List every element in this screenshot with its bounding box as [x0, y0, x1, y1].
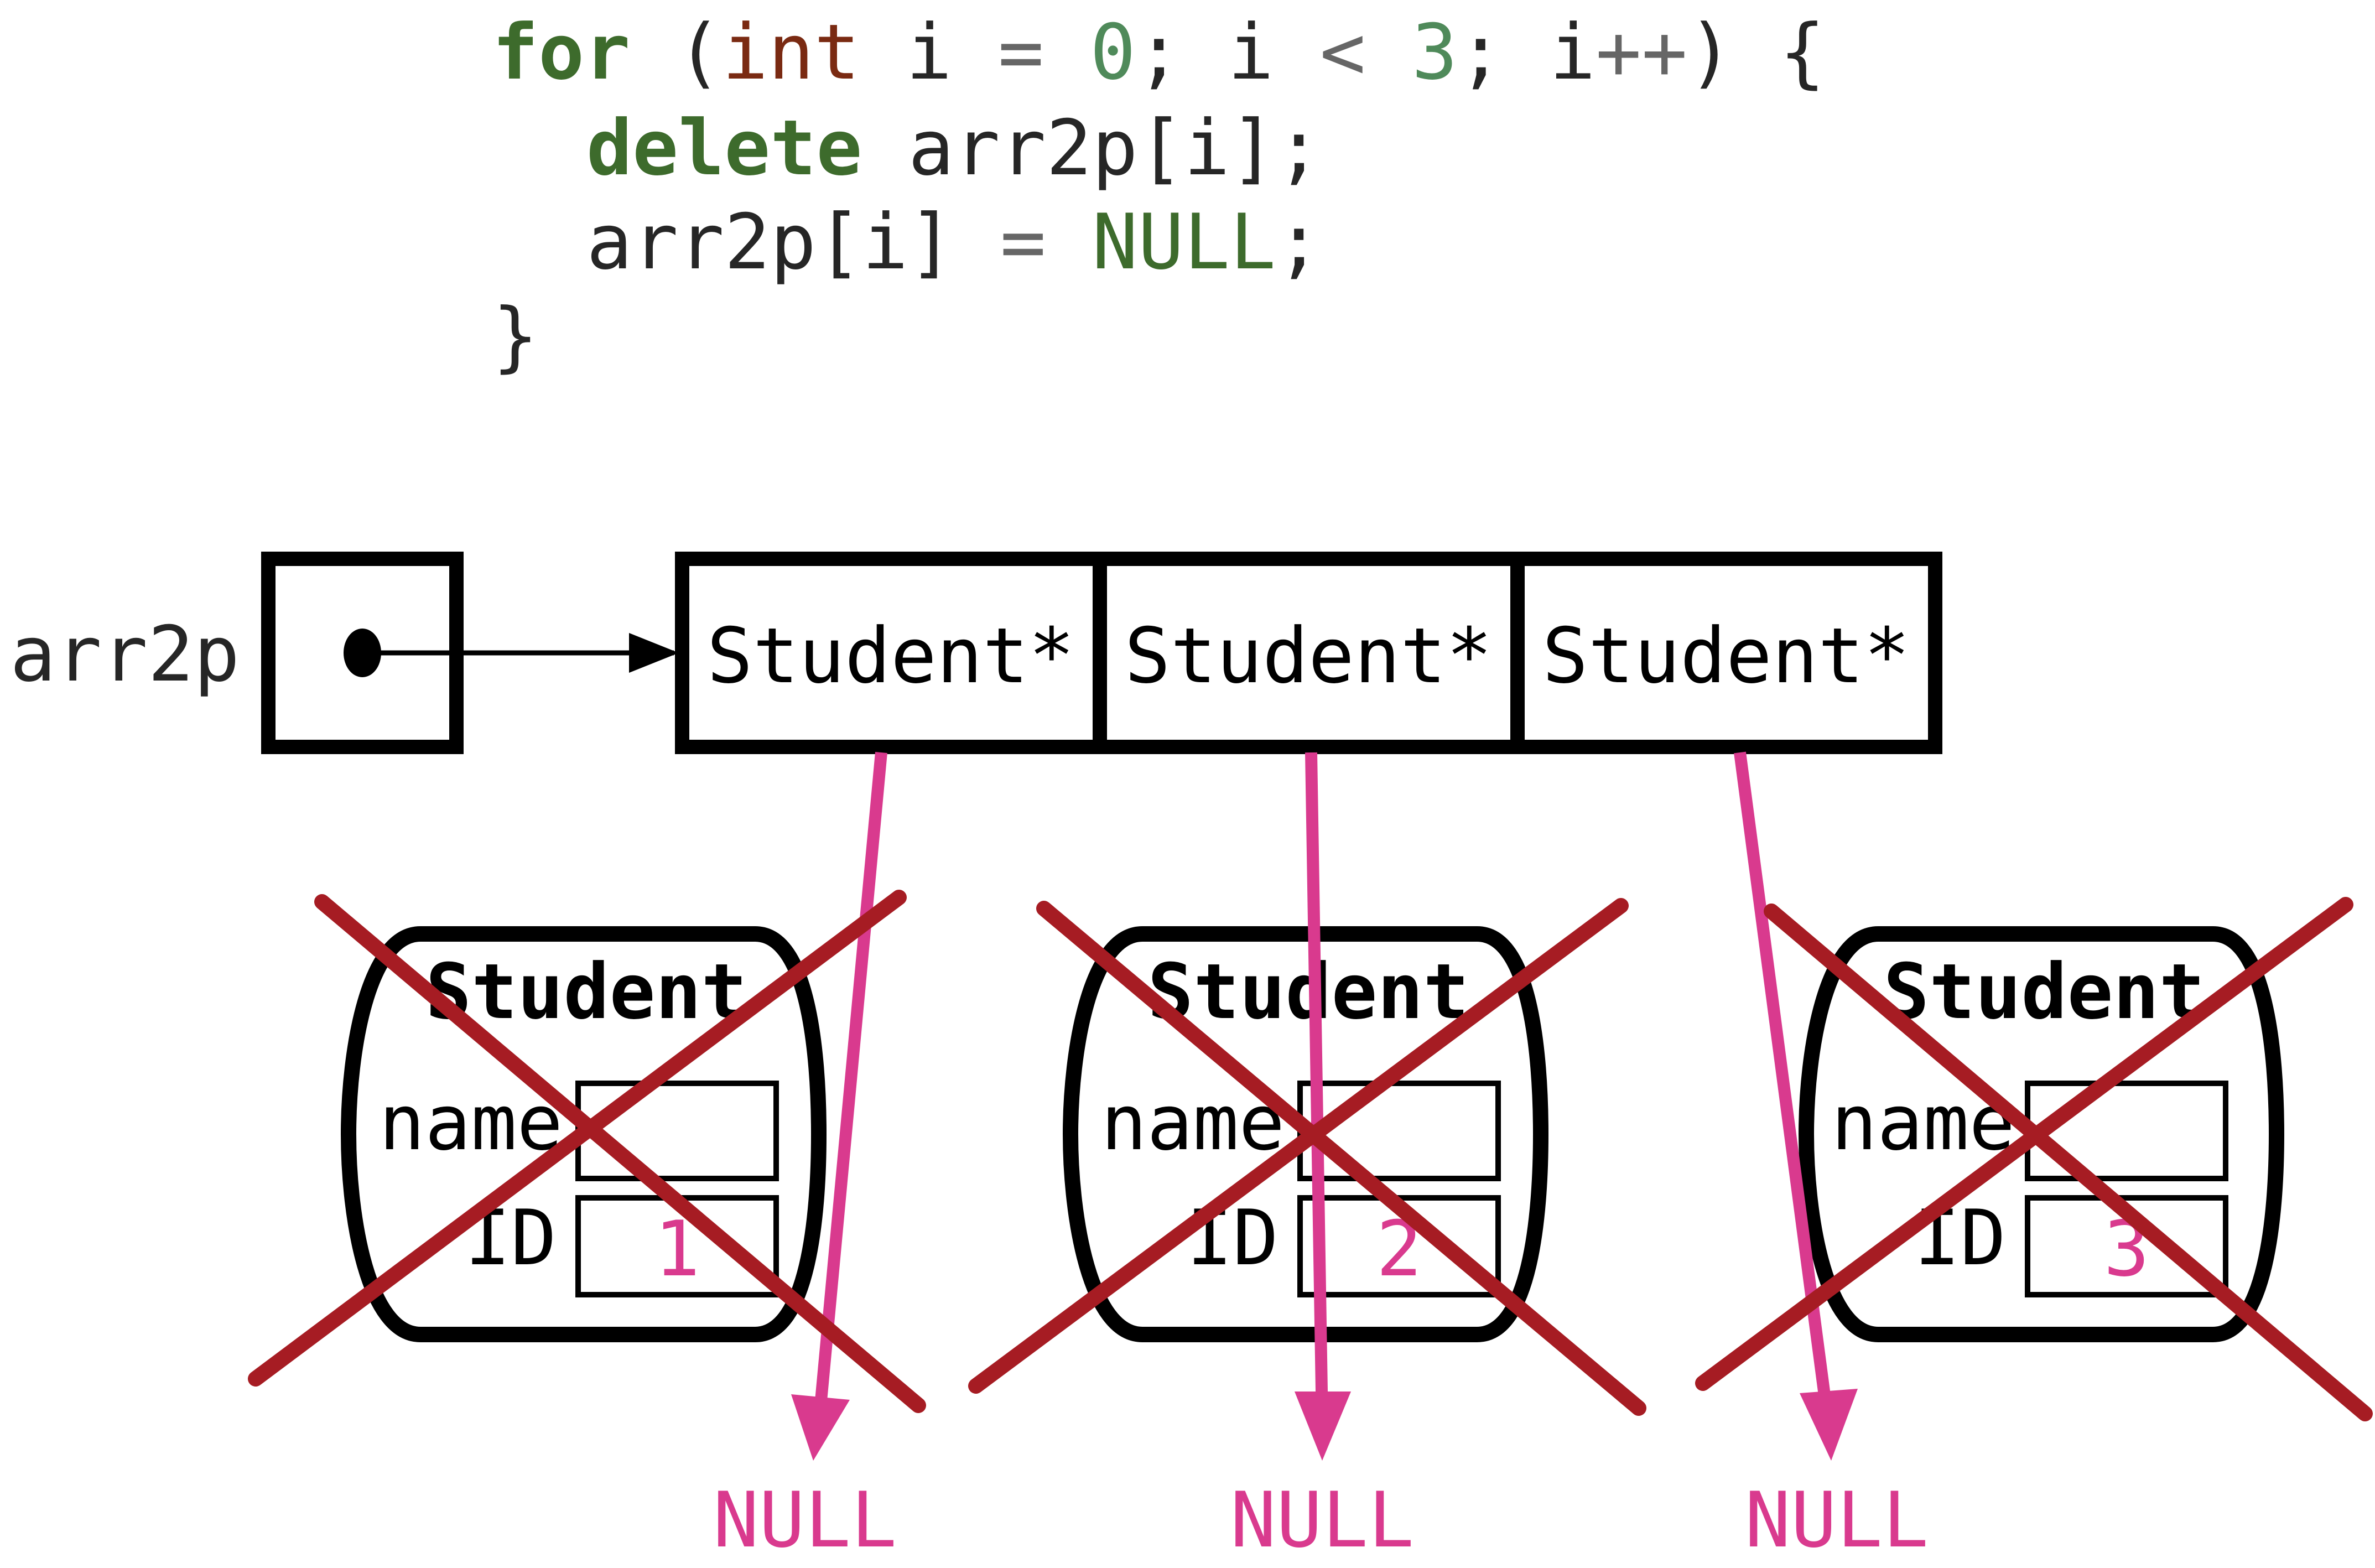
code-line-1: for (int i = 0; i < 3; i++) {	[492, 8, 1826, 97]
deleted-cross-stroke	[1036, 901, 1646, 1416]
keyword-delete: delete	[586, 103, 862, 193]
null-pointers: NULL NULL NULL	[713, 751, 1929, 1565]
deleted-cross-stroke	[314, 894, 926, 1413]
null-pointer-arrowhead	[1295, 1392, 1351, 1461]
operator-increment: ++	[1596, 8, 1687, 97]
null-label: NULL	[713, 1476, 897, 1565]
code-token: ; i	[1458, 8, 1596, 97]
name-field-box	[575, 1081, 779, 1181]
null-pointer-arrowhead	[791, 1394, 850, 1461]
code-token: i	[860, 8, 998, 97]
code-line-3: arr2p[i] = NULL;	[586, 198, 1322, 287]
number-three: 3	[1412, 8, 1458, 97]
code-token: arr2p[i]	[586, 198, 1000, 287]
code-token	[1044, 8, 1090, 97]
operator-assign: =	[1000, 198, 1046, 287]
array-cell-label: Student*	[707, 611, 1075, 700]
code-line-4: }	[492, 292, 538, 381]
operator-less-than: <	[1320, 8, 1366, 97]
code-token: ; i	[1136, 8, 1319, 97]
deleted-cross-stroke	[1764, 904, 2373, 1421]
pointer-array: Student* Student* Student*	[675, 552, 1942, 754]
code-token	[1366, 8, 1412, 97]
code-token: ) {	[1687, 8, 1825, 97]
pointer-var-label: arr2p	[10, 610, 240, 699]
type-int: int	[722, 8, 860, 97]
null-label: NULL	[1230, 1476, 1414, 1565]
name-field-label: name	[379, 1078, 563, 1167]
code-token: ;	[1276, 198, 1322, 287]
keyword-for: for	[492, 8, 630, 97]
null-pointer-line	[1305, 752, 1328, 1425]
array-cell-label: Student*	[1542, 611, 1910, 700]
null-pointer-line	[813, 751, 887, 1426]
deleted-cross-stroke	[1695, 897, 2353, 1391]
null-pointer-arrowhead	[1800, 1389, 1858, 1461]
array-outline	[675, 552, 1942, 754]
null-constant: NULL	[1092, 198, 1276, 287]
code-block: for (int i = 0; i < 3; i++) { delete arr…	[492, 8, 1826, 381]
id-field-label: ID	[1187, 1193, 1279, 1283]
deletion-crosses	[248, 890, 2373, 1421]
student-title: Student	[1883, 947, 2205, 1036]
deleted-cross-stroke	[968, 898, 1629, 1394]
array-cell-label: Student*	[1125, 611, 1493, 700]
operator-assign: =	[998, 8, 1044, 97]
code-token: arr2p[i];	[862, 103, 1322, 193]
student-outline	[340, 926, 827, 1342]
deleted-cross-stroke	[248, 890, 907, 1387]
code-token: (	[630, 8, 722, 97]
number-zero: 0	[1090, 8, 1136, 97]
null-pointer-line	[1734, 751, 1834, 1426]
student-object: Student name ID 1	[340, 926, 827, 1342]
name-field-box	[2025, 1081, 2228, 1181]
id-field-box	[2025, 1195, 2228, 1297]
code-token	[1046, 198, 1092, 287]
code-line-2: delete arr2p[i];	[586, 103, 1322, 193]
student-title: Student	[1147, 947, 1469, 1036]
student-outline	[1062, 926, 1549, 1342]
null-label: NULL	[1745, 1476, 1929, 1565]
student-title: Student	[425, 947, 747, 1036]
student-outline	[1798, 926, 2285, 1342]
